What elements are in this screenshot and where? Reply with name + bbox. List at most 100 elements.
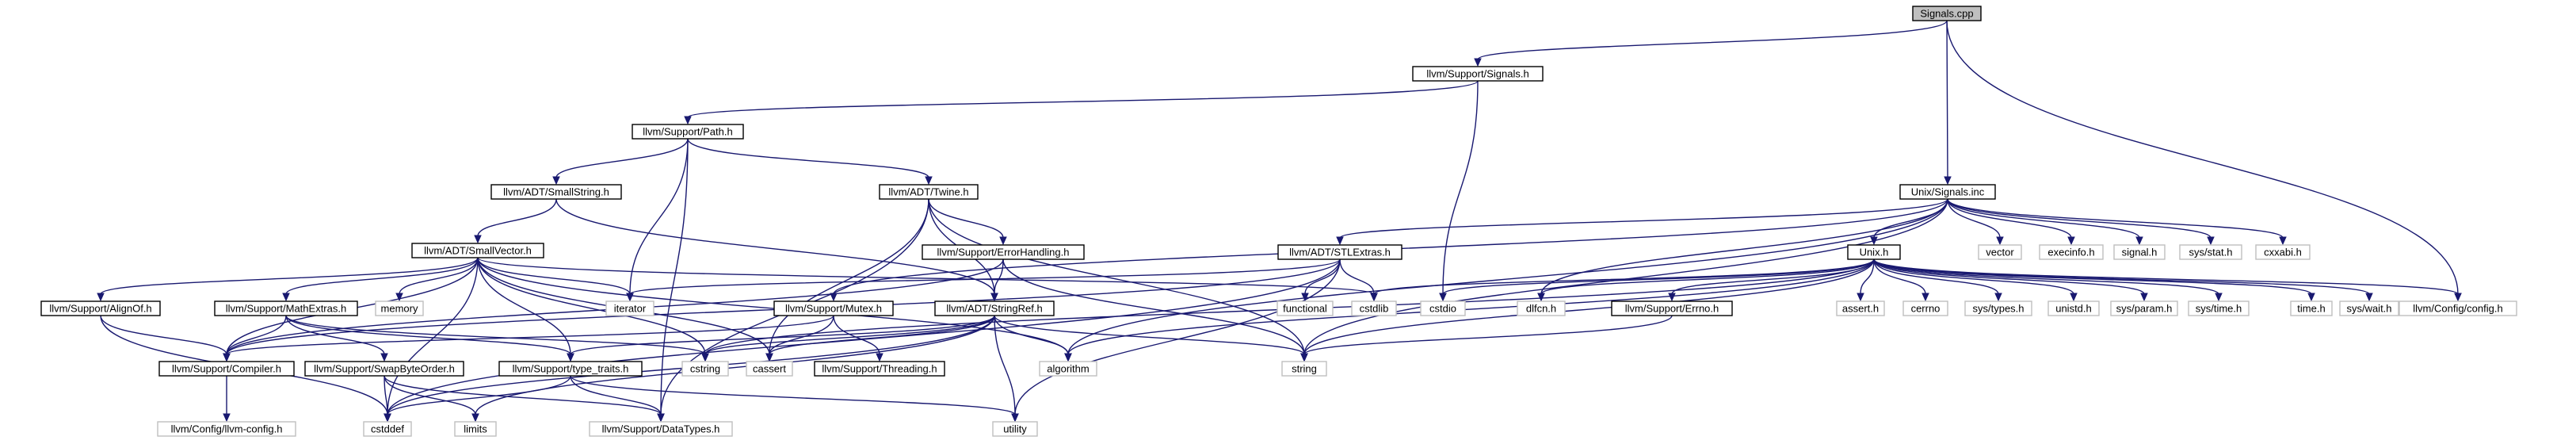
node-smallvector-h[interactable]: llvm/ADT/SmallVector.h <box>411 243 544 258</box>
edge-mathextras_h-to-swapbyteorder_h <box>285 315 388 362</box>
node-sys-stat-h[interactable]: sys/stat.h <box>2179 244 2242 260</box>
node-label: llvm/ADT/STLExtras.h <box>1289 247 1391 258</box>
node-label: llvm/ADT/SmallString.h <box>503 186 609 198</box>
node-label: llvm/ADT/SmallVector.h <box>424 245 532 257</box>
node-functional[interactable]: functional <box>1277 300 1334 316</box>
node-smallstring-h[interactable]: llvm/ADT/SmallString.h <box>490 184 622 200</box>
node-mathextras-h[interactable]: llvm/Support/MathExtras.h <box>214 300 358 316</box>
edge-type_traits_h-to-datatypes_h <box>570 375 665 423</box>
node-box <box>304 361 464 377</box>
node-label: Signals.cpp <box>1920 8 1973 20</box>
node-box <box>454 421 497 437</box>
node-sys-types-h[interactable]: sys/types.h <box>1964 300 2032 316</box>
node-label: vector <box>1986 247 2014 258</box>
edge-unix_h-to-cstdio <box>1439 258 1875 302</box>
node-sys-wait-h[interactable]: sys/wait.h <box>2339 300 2399 316</box>
edge-unix_h-to-sys_time_h <box>1873 258 2223 302</box>
edge-unix_h-to-sys_wait_h <box>1873 258 2373 302</box>
node-cstddef[interactable]: cstddef <box>363 421 412 437</box>
edge-stringref_h-to-cstring <box>701 315 995 362</box>
node-vector[interactable]: vector <box>1978 244 2022 260</box>
node-mutex-h[interactable]: llvm/Support/Mutex.h <box>773 300 894 316</box>
node-box <box>411 243 544 258</box>
node-alignof-h[interactable]: llvm/Support/AlignOf.h <box>40 300 161 316</box>
node-algorithm[interactable]: algorithm <box>1039 361 1097 377</box>
node-label: algorithm <box>1047 363 1089 375</box>
node-sys-time-h[interactable]: sys/time.h <box>2188 300 2250 316</box>
edge-support_path_h-to-smallstring_h <box>552 138 689 186</box>
node-cstring[interactable]: cstring <box>681 361 729 377</box>
node-box <box>1412 66 1544 82</box>
node-unix-h[interactable]: Unix.h <box>1847 244 1901 260</box>
node-box <box>2399 300 2517 316</box>
node-llvm-config-config-h[interactable]: llvm/Config/config.h <box>2399 300 2517 316</box>
node-stringref-h[interactable]: llvm/ADT/StringRef.h <box>934 300 1055 316</box>
node-signals-cpp[interactable]: Signals.cpp <box>1912 6 1982 21</box>
node-layer: Signals.cpp llvm/Support/Signals.h llvm/Su… <box>40 6 2517 437</box>
node-box <box>1039 361 1097 377</box>
node-label: memory <box>381 303 418 315</box>
edge-mathextras_h-to-type_traits_h <box>285 315 574 362</box>
node-string[interactable]: string <box>1281 361 1327 377</box>
node-unix-signals-inc[interactable]: Unix/Signals.inc <box>1899 184 1996 200</box>
edge-smallvector_h-to-memory <box>395 257 479 302</box>
node-label: assert.h <box>1842 303 1879 315</box>
node-cerrno[interactable]: cerrno <box>1902 300 1948 316</box>
node-signal-h[interactable]: signal.h <box>2113 244 2166 260</box>
edge-swapbyteorder_h-to-limits <box>384 375 479 423</box>
node-box <box>1420 300 1466 316</box>
node-cassert[interactable]: cassert <box>746 361 793 377</box>
node-sys-param-h[interactable]: sys/param.h <box>2110 300 2178 316</box>
node-box <box>1964 300 2032 316</box>
edge-unix_h-to-sys_param_h <box>1873 258 2148 302</box>
node-errno-h[interactable]: llvm/Support/Errno.h <box>1611 300 1733 316</box>
edge-type_traits_h-to-utility <box>570 375 1019 423</box>
node-cxxabi-h[interactable]: cxxabi.h <box>2255 244 2311 260</box>
node-box <box>879 184 979 200</box>
node-box <box>498 361 643 377</box>
node-label: cstdlib <box>1360 303 1389 315</box>
node-cstdio[interactable]: cstdio <box>1420 300 1466 316</box>
node-limits[interactable]: limits <box>454 421 497 437</box>
node-memory[interactable]: memory <box>375 300 424 316</box>
node-threading-h[interactable]: llvm/Support/Threading.h <box>814 361 945 377</box>
node-assert-h[interactable]: assert.h <box>1836 300 1885 316</box>
node-llvm-config-h[interactable]: llvm/Config/llvm-config.h <box>157 421 296 437</box>
node-execinfo-h[interactable]: execinfo.h <box>2039 244 2104 260</box>
node-box <box>1836 300 1885 316</box>
node-unistd-h[interactable]: unistd.h <box>2047 300 2100 316</box>
edge-errno_h-to-string <box>1300 315 1673 362</box>
node-stlextras-h[interactable]: llvm/ADT/STLExtras.h <box>1277 244 1402 260</box>
edge-unix_h-to-dlfcn_h <box>1537 258 1875 302</box>
node-type-traits-h[interactable]: llvm/Support/type_traits.h <box>498 361 643 377</box>
node-time-h[interactable]: time.h <box>2290 300 2333 316</box>
node-label: utility <box>1003 423 1027 435</box>
node-box <box>2339 300 2399 316</box>
edge-smallvector_h-to-mathextras_h <box>282 257 479 302</box>
edge-support_signals_h-to-support_path_h <box>684 80 1479 125</box>
node-compiler-h[interactable]: llvm/Support/Compiler.h <box>158 361 295 377</box>
node-box <box>1351 300 1397 316</box>
node-dlfcn-h[interactable]: dlfcn.h <box>1517 300 1566 316</box>
edge-unix_signals_inc-to-stlextras_h <box>1336 198 1948 246</box>
edge-alignof_h-to-compiler_h <box>100 315 231 362</box>
edge-unix_h-to-sys_types_h <box>1873 258 2002 302</box>
node-box <box>2110 300 2178 316</box>
node-swapbyteorder-h[interactable]: llvm/Support/SwapByteOrder.h <box>304 361 464 377</box>
node-support-path-h[interactable]: llvm/Support/Path.h <box>632 124 744 140</box>
edge-unix_h-to-cstdlib <box>1370 258 1875 302</box>
edge-stringref_h-to-type_traits_h <box>567 315 995 362</box>
node-label: cxxabi.h <box>2264 247 2302 258</box>
node-iterator[interactable]: iterator <box>605 300 654 316</box>
node-cstdlib[interactable]: cstdlib <box>1351 300 1397 316</box>
node-errorhandling-h[interactable]: llvm/Support/ErrorHandling.h <box>922 244 1085 260</box>
node-support-signals-h[interactable]: llvm/Support/Signals.h <box>1412 66 1544 82</box>
node-box <box>363 421 412 437</box>
node-datatypes-h[interactable]: llvm/Support/DataTypes.h <box>589 421 733 437</box>
node-twine-h[interactable]: llvm/ADT/Twine.h <box>879 184 979 200</box>
node-utility[interactable]: utility <box>992 421 1038 437</box>
edge-unix_signals_inc-to-cxxabi_h <box>1947 198 2287 246</box>
node-box <box>2290 300 2333 316</box>
node-box <box>1899 184 1996 200</box>
